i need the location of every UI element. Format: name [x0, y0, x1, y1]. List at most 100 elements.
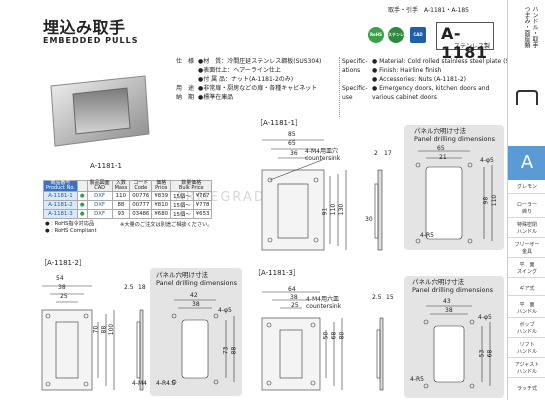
page-title: 埋込み取手	[43, 18, 126, 37]
product-code-material: ステンレス製	[453, 43, 490, 50]
cell-code: 00776	[129, 191, 153, 201]
product-table: 商品番号 Product No. 製品図面 CAD 入数 Mass コード Co…	[43, 180, 213, 219]
dim-130: 130	[338, 203, 346, 216]
p1-dim-110: 110	[491, 194, 499, 207]
p2-dim-38: 38	[192, 301, 200, 308]
specs-en: Specific- ations ● Material: Cold rolled…	[342, 57, 531, 102]
d2-dim-70: 70	[92, 325, 100, 334]
sidebar-item-latch[interactable]: ラッチ式	[516, 386, 537, 392]
cell-price: ¥680	[151, 209, 172, 219]
spec-label-use: 用 途	[176, 85, 195, 92]
table-row: A-1181-2 ● DXF 88 00777 ¥810 15個〜 ¥778	[43, 200, 213, 210]
product-code: A-1181	[441, 24, 488, 62]
drawing-a1181-2	[41, 285, 144, 391]
spec-label-en-use: Specific- use	[342, 85, 368, 101]
rohs-badge: RoHS	[368, 27, 384, 43]
cell-bulk-qty: 15個〜	[170, 209, 194, 219]
sidebar-item-gremon[interactable]: グレモン	[508, 184, 545, 194]
d3-dim-2-5: 2.5	[372, 294, 382, 301]
series-label: 取手・引手 A-1181・A-185	[388, 7, 469, 14]
dim-110: 110	[330, 203, 338, 216]
panel-diagram-2	[171, 299, 235, 385]
cell-bulk-price: ¥767	[192, 191, 213, 201]
category-sidebar: ハンドル・取手 つまみ・面座類 A グレモン ローラー 締り 特殊密閉 ハンドル…	[507, 0, 545, 400]
d3-dim-countersink: 4-M4用六皿 countersink	[306, 296, 342, 310]
dim-85: 85	[288, 131, 296, 138]
drawing-label-2: ［A-1181-2］	[40, 259, 86, 267]
cell-cad[interactable]: DXF	[86, 200, 113, 210]
panel-title-1: パネル穴明け寸法 Panel drilling dimensions	[414, 127, 495, 143]
sidebar-item-freezer[interactable]: フリーザー 金具	[508, 242, 545, 258]
sidebar-item-lift-handle[interactable]: リフト ハンドル	[508, 342, 545, 358]
sidebar-category-label: ハンドル・取手 つまみ・面座類	[523, 6, 538, 48]
spec-item-en: ● Accessories: Nuts (A-1181-2)	[372, 76, 466, 83]
dim-36: 36	[290, 150, 298, 157]
p3-dim-38: 38	[445, 307, 453, 314]
spec-label-delivery: 納 期	[176, 94, 195, 101]
cell-rohs: ●	[76, 209, 88, 219]
cell-bulk-qty: 15個〜	[170, 200, 194, 210]
photo-caption: A-1181-1	[90, 162, 122, 170]
dim-65: 65	[288, 140, 296, 147]
th-price: 価格 Price	[151, 180, 172, 192]
cell-cad[interactable]: DXF	[86, 209, 113, 219]
th-code: コード Code	[129, 180, 153, 192]
panel-diagram-3	[423, 305, 491, 389]
specs-jp: 仕 様 ●材 質：冷間圧延ステンレス鋼板(SUS304) ●表面仕上：ヘアーライ…	[176, 57, 321, 102]
cell-rohs: ●	[76, 200, 88, 210]
product-photo	[50, 75, 150, 147]
d2-dim-25: 25	[60, 293, 68, 300]
sidebar-item-special-seal[interactable]: 特殊密閉 ハンドル	[508, 222, 545, 238]
cell-product-no[interactable]: A-1181-3	[43, 209, 78, 219]
sidebar-item-flat-swing[interactable]: 平 面 スイング	[508, 262, 545, 278]
sidebar-item-pop-handle[interactable]: ボッブ ハンドル	[508, 322, 545, 338]
spec-item-en: ● Finish: Hairline finish	[372, 67, 442, 74]
cell-mass: 110	[111, 191, 131, 201]
d3-dim-25: 25	[291, 302, 299, 309]
d3-dim-68: 68	[330, 331, 338, 340]
p3-dim-53: 53	[478, 349, 486, 358]
cell-product-no[interactable]: A-1181-1	[43, 191, 78, 201]
d3-dim-38: 38	[290, 294, 298, 301]
panel-diagram-1	[415, 150, 493, 244]
sidebar-item-roller[interactable]: ローラー 締り	[508, 202, 545, 218]
product-code-box: A-1181 ステンレス製	[436, 22, 494, 62]
sidebar-item-flat-handle[interactable]: 平 面 ハンドル	[508, 302, 545, 318]
table-row: A-1181-3 ● DXF 93 03486 ¥680 15個〜 ¥653	[43, 209, 213, 219]
dim-17: 17	[384, 150, 392, 157]
cell-code: 00777	[129, 200, 153, 210]
note-rohs-en: ● : RoHS Compliant	[45, 227, 97, 234]
cell-bulk-qty: 15個〜	[170, 191, 194, 201]
sidebar-item-adjust-handle[interactable]: アジャスト ハンドル	[508, 362, 545, 378]
spec-item: ●非常扉・厨房などの扉・各種キャビネット	[198, 85, 318, 92]
spec-item-en: various cabinet doors	[372, 94, 437, 101]
cell-mass: 88	[111, 200, 131, 210]
p2-dim-88: 88	[230, 346, 238, 355]
table-notes: ● : RoHS指令対応品 ● : RoHS Compliant	[45, 221, 96, 234]
th-bulk-price: 数量価格 Bulk Price	[170, 180, 213, 192]
cell-cad[interactable]: DXF	[86, 191, 113, 201]
p2-dim-73: 73	[222, 346, 230, 355]
spec-label-material: 仕 様	[176, 58, 195, 65]
sidebar-item-gear[interactable]: ギア式	[508, 286, 545, 296]
sidebar-section-letter[interactable]: A	[508, 146, 545, 180]
note-rohs: ● : RoHS指令対応品	[45, 221, 95, 227]
th-mass: 入数 Mass	[111, 180, 131, 192]
d2-dim-38: 38	[58, 284, 66, 291]
note-bulk: ※大量のご注文は別途ご相談ください。	[120, 222, 213, 228]
drawing-label-3: ［A-1181-3］	[254, 269, 300, 277]
d2-dim-100: 100	[108, 323, 116, 336]
cell-product-no[interactable]: A-1181-2	[43, 200, 78, 210]
spec-label-en: Specific- ations	[342, 58, 368, 74]
p3-dim-phi5: 4-φ5	[478, 314, 492, 321]
th-cad: 製品図面 CAD	[86, 180, 113, 192]
p2-dim-r4-5: 4-R4.5	[156, 380, 176, 387]
cell-price: ¥839	[151, 191, 172, 201]
drawing-a1181-1	[261, 139, 383, 251]
p3-dim-43: 43	[443, 298, 451, 305]
spec-divider	[339, 57, 340, 117]
drawing-label-1: ［A-1181-1］	[256, 119, 302, 127]
p1-dim-r5: 4-R5	[420, 232, 434, 239]
d3-dim-80: 80	[338, 331, 346, 340]
spec-item-en: ● Emergency doors, kitchen doors and	[372, 85, 490, 92]
